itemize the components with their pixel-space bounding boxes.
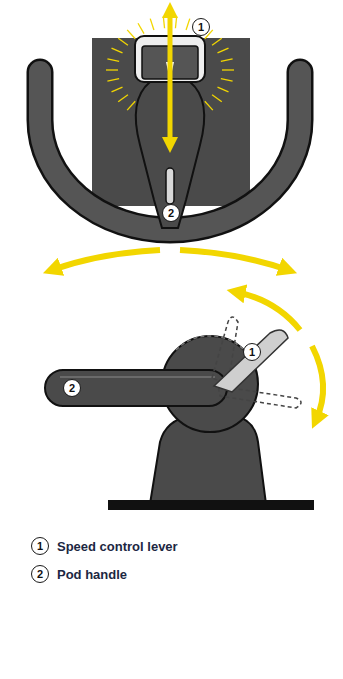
pod-handle-side bbox=[45, 370, 227, 406]
base-plate bbox=[108, 500, 314, 510]
glow-line bbox=[212, 38, 222, 45]
glow-line bbox=[127, 101, 135, 110]
lever-motion-arrow bbox=[168, 10, 173, 145]
glow-line bbox=[218, 87, 229, 92]
part-name: Pod handle bbox=[57, 567, 127, 582]
callout-number: 1 bbox=[31, 537, 49, 555]
glow-line bbox=[106, 69, 118, 70]
glow-line bbox=[175, 16, 176, 28]
glow-line bbox=[150, 19, 154, 30]
part-name: Speed control lever bbox=[57, 539, 178, 554]
glow-line bbox=[118, 38, 128, 45]
glow-line bbox=[107, 59, 119, 61]
glow-line bbox=[221, 59, 233, 61]
turn-arrow-left bbox=[52, 250, 160, 270]
lever-arrow-down bbox=[312, 346, 323, 420]
callout-number: 1 bbox=[243, 343, 261, 361]
callout-number: 2 bbox=[31, 565, 49, 583]
glow-line bbox=[218, 48, 229, 53]
callout-number: 2 bbox=[63, 379, 81, 397]
glow-line bbox=[138, 23, 144, 33]
glow-line bbox=[163, 16, 164, 28]
glow-line bbox=[221, 79, 233, 81]
callout-number: 2 bbox=[162, 204, 180, 222]
handle-highlight bbox=[60, 376, 215, 378]
glow-line bbox=[127, 30, 135, 39]
glow-line bbox=[118, 95, 128, 102]
glow-line bbox=[186, 19, 190, 30]
glow-line bbox=[107, 79, 119, 81]
stem-slot bbox=[166, 168, 174, 204]
turn-arrow-right bbox=[180, 250, 288, 270]
speed-lever-side bbox=[214, 330, 288, 392]
glow-line bbox=[205, 101, 213, 110]
callout-number: 1 bbox=[192, 18, 210, 36]
glow-line bbox=[112, 48, 123, 53]
glow-line bbox=[112, 87, 123, 92]
lever-arrow-up bbox=[236, 292, 300, 330]
glow-line bbox=[212, 95, 222, 102]
glow-line bbox=[222, 69, 234, 70]
